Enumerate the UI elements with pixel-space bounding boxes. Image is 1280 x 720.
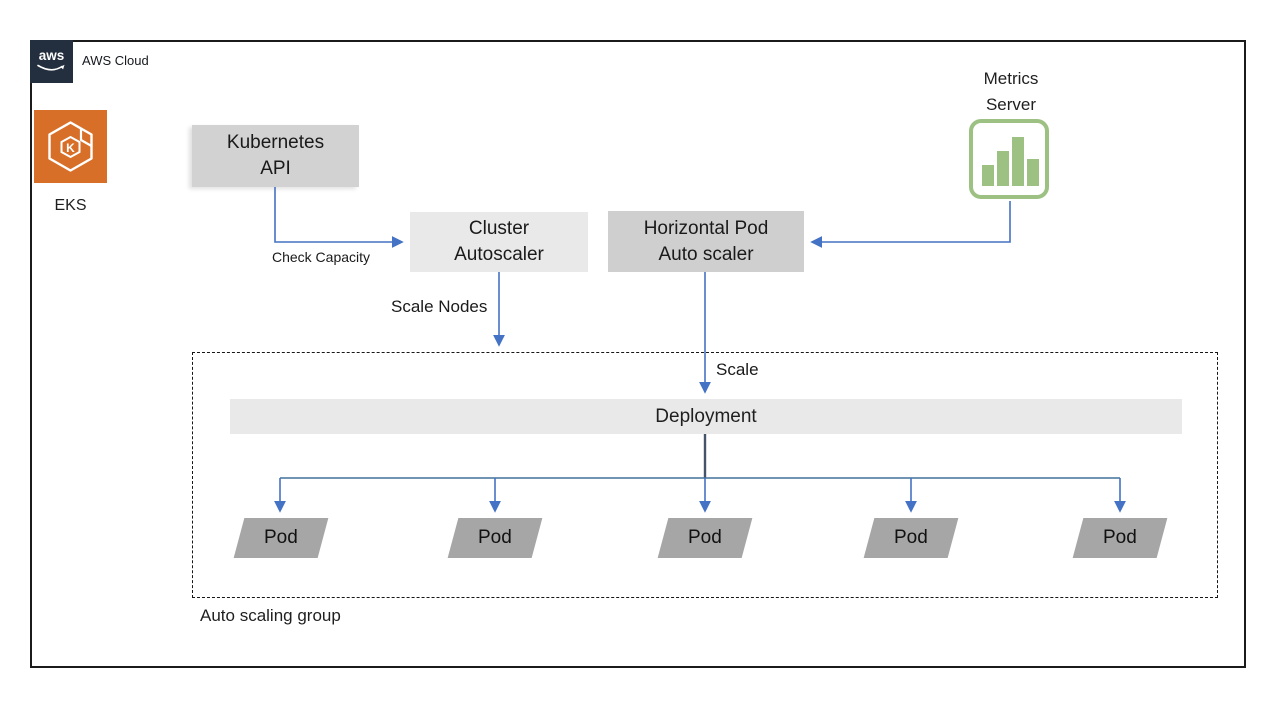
pod-label: Pod bbox=[264, 527, 298, 548]
aws-logo-text: aws bbox=[39, 48, 65, 63]
pod-node: Pod bbox=[863, 518, 959, 558]
aws-cloud-boundary bbox=[30, 40, 1246, 668]
scale-nodes-label: Scale Nodes bbox=[391, 297, 488, 316]
cluster-autoscaler-line2: Autoscaler bbox=[454, 244, 544, 265]
metrics-server-label: Metrics Server bbox=[946, 66, 1076, 117]
hpa-line1: Horizontal Pod bbox=[643, 217, 769, 239]
pod-node: Pod bbox=[233, 518, 329, 558]
metrics-server-line2: Server bbox=[985, 94, 1037, 114]
pod-label: Pod bbox=[478, 527, 512, 548]
pod-label: Pod bbox=[894, 527, 928, 548]
metrics-server-line1: Metrics bbox=[983, 69, 1039, 88]
aws-cloud-label: AWS Cloud bbox=[82, 53, 149, 68]
pod-label: Pod bbox=[1103, 527, 1137, 548]
cluster-autoscaler-node: Cluster Autoscaler bbox=[410, 212, 588, 272]
metrics-server-barchart-icon bbox=[969, 119, 1049, 199]
auto-scaling-group-boundary bbox=[192, 352, 1218, 598]
eks-icon-letter: K bbox=[66, 141, 75, 155]
pod-node: Pod bbox=[1072, 518, 1168, 558]
kubernetes-api-node: Kubernetes API bbox=[192, 125, 359, 187]
deployment-node: Deployment bbox=[230, 399, 1182, 434]
eks-icon: K bbox=[34, 110, 107, 183]
pod-node: Pod bbox=[447, 518, 543, 558]
kubernetes-api-line1: Kubernetes bbox=[226, 132, 325, 154]
auto-scaling-group-label: Auto scaling group bbox=[200, 606, 341, 625]
cluster-autoscaler-line1: Cluster bbox=[468, 218, 530, 240]
check-capacity-label: Check Capacity bbox=[271, 249, 371, 265]
eks-label: EKS bbox=[54, 197, 87, 214]
hpa-line2: Auto scaler bbox=[658, 243, 754, 265]
pod-node: Pod bbox=[657, 518, 753, 558]
aws-logo-icon: aws bbox=[30, 40, 73, 83]
deployment-label: Deployment bbox=[655, 405, 757, 427]
horizontal-pod-autoscaler-node: Horizontal Pod Auto scaler bbox=[608, 211, 804, 272]
kubernetes-api-line2: API bbox=[260, 158, 291, 179]
pod-label: Pod bbox=[688, 527, 722, 548]
scale-label: Scale bbox=[716, 360, 759, 379]
